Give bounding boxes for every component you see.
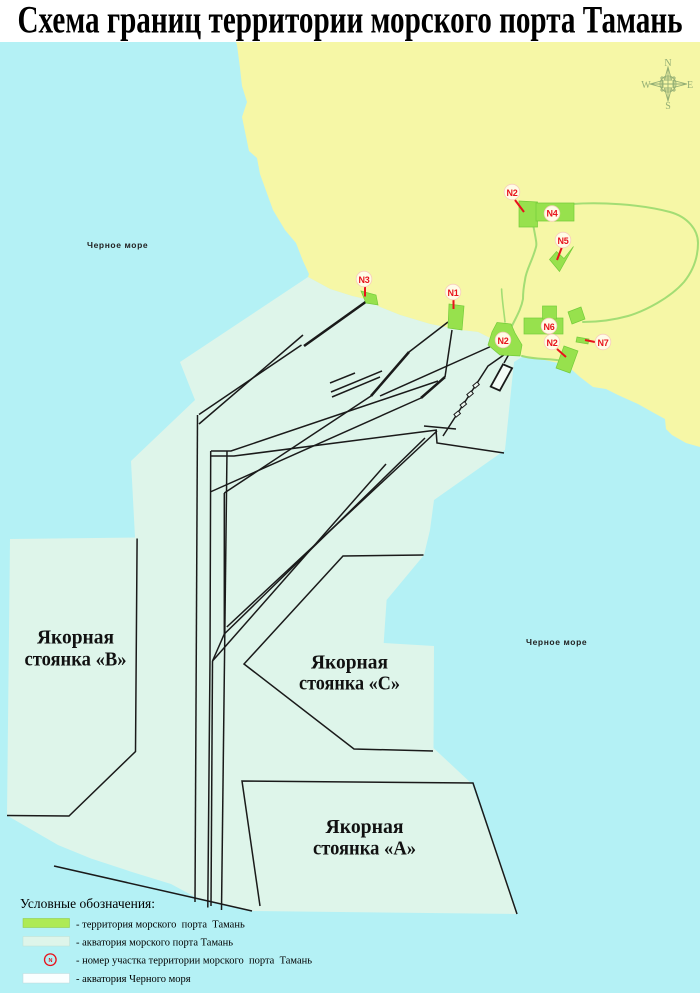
- svg-text:N: N: [49, 958, 53, 964]
- svg-text:N: N: [664, 58, 671, 69]
- svg-text:- акватория морского порта Там: - акватория морского порта Тамань: [76, 938, 233, 949]
- svg-text:- акватория Черного моря: - акватория Черного моря: [76, 974, 191, 985]
- svg-text:стоянка «А»: стоянка «А»: [313, 839, 416, 860]
- svg-text:N2: N2: [546, 338, 557, 348]
- svg-text:N3: N3: [358, 275, 369, 285]
- svg-text:- территория морского порта: - территория морского порта Тамань: [76, 920, 245, 931]
- svg-text:N1: N1: [447, 288, 458, 298]
- svg-text:Якорная: Якорная: [311, 653, 388, 674]
- svg-text:Условные обозначения:: Условные обозначения:: [20, 896, 155, 911]
- svg-text:N4: N4: [546, 209, 557, 219]
- svg-text:N5: N5: [557, 236, 568, 246]
- svg-text:N6: N6: [543, 322, 554, 332]
- svg-text:N2: N2: [497, 336, 508, 346]
- svg-text:стоянка «С»: стоянка «С»: [299, 674, 400, 695]
- svg-text:S: S: [665, 101, 671, 112]
- svg-text:- номер участка территории мор: - номер участка территории морского порт…: [76, 956, 312, 967]
- svg-text:W: W: [641, 80, 651, 91]
- svg-text:N2: N2: [506, 188, 517, 198]
- svg-text:E: E: [687, 80, 693, 91]
- svg-text:Якорная: Якорная: [37, 628, 114, 649]
- svg-text:N7: N7: [597, 338, 608, 348]
- svg-text:Якорная: Якорная: [326, 817, 404, 838]
- svg-text:стоянка «В»: стоянка «В»: [25, 650, 127, 671]
- svg-text:Черное море: Черное море: [87, 240, 148, 250]
- svg-text:Схема границ территории морско: Схема границ территории морского порта Т…: [18, 0, 683, 42]
- svg-text:Черное море: Черное море: [526, 637, 587, 647]
